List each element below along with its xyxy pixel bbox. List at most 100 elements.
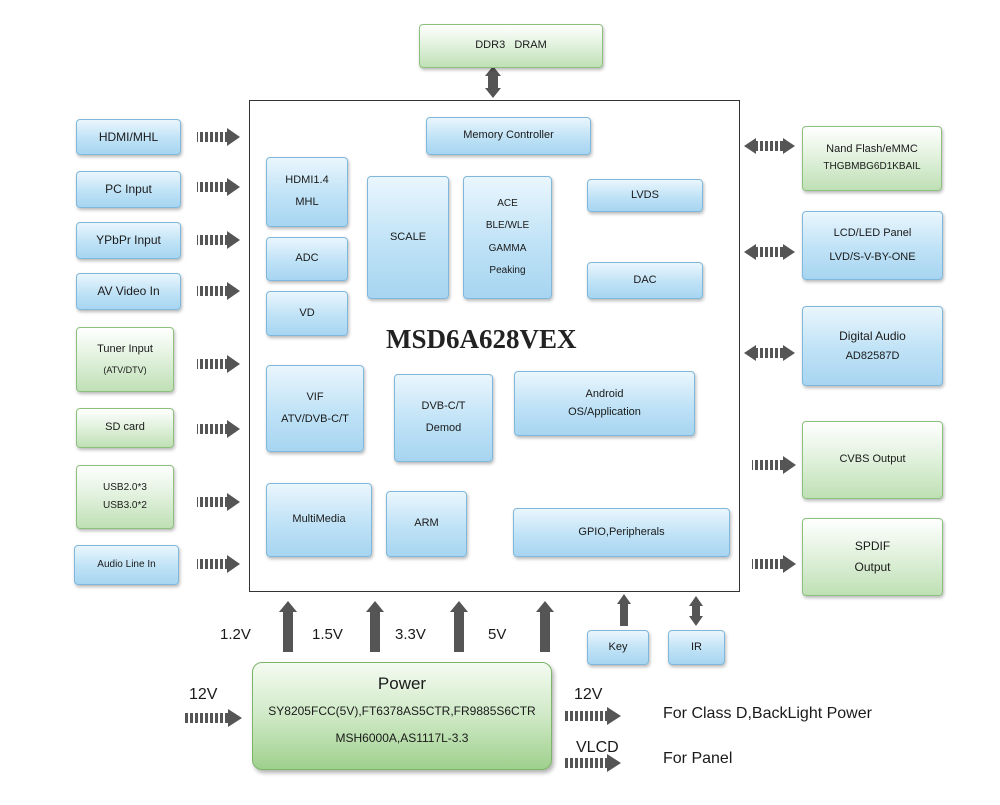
arrow-usb-in <box>197 493 240 511</box>
scale-block: SCALE <box>367 176 449 299</box>
arrow-1v2-up <box>279 601 297 652</box>
memory-controller-block: Memory Controller <box>426 117 591 155</box>
arrow-av-in <box>197 282 240 300</box>
block-label: DVB-C/T <box>421 400 466 413</box>
adc-block: ADC <box>266 237 348 281</box>
block-label: GPIO,Peripherals <box>578 525 665 538</box>
gpio-block: GPIO,Peripherals <box>513 508 730 557</box>
hdmi-block: HDMI1.4 MHL <box>266 157 348 227</box>
output-sublabel: LVD/S-V-BY-ONE <box>829 250 916 263</box>
voltage-1v5-label: 1.5V <box>312 626 343 643</box>
output-sublabel: AD82587D <box>845 349 900 362</box>
output-label: Digital Audio <box>839 328 906 343</box>
power-line2: MSH6000A,AS1117L-3.3 <box>335 731 469 746</box>
arrow-hdmi-in <box>197 128 240 146</box>
ir-label: IR <box>691 640 702 653</box>
multimedia-block: MultiMedia <box>266 483 372 557</box>
input-label: AV Video In <box>97 284 160 298</box>
input-label: PC Input <box>105 182 152 196</box>
block-label: MultiMedia <box>292 513 346 526</box>
panel-desc: For Panel <box>663 750 733 767</box>
input-label: Audio Line In <box>97 558 156 570</box>
ir-box: IR <box>668 630 725 665</box>
power-in-12v-label: 12V <box>189 686 218 703</box>
voltage-1v2-label: 1.2V <box>220 626 251 643</box>
block-label: ACE <box>497 197 518 209</box>
cvbs-output-box: CVBS Output <box>802 421 943 499</box>
arrow-dram-bidir <box>485 66 501 98</box>
power-line1: SY8205FCC(5V),FT6378AS5CTR,FR9885S6CTR <box>268 704 536 719</box>
output-label: Nand Flash/eMMC <box>826 143 918 156</box>
arrow-cvbs-out <box>752 456 796 474</box>
power-out-vlcd-label: VLCD <box>576 739 619 756</box>
arrow-5v-up <box>536 601 554 652</box>
arrow-ir-bidir <box>689 596 703 626</box>
output-label: LCD/LED Panel <box>833 226 912 239</box>
input-ypbpr: YPbPr Input <box>76 222 181 259</box>
lcd-panel-box: LCD/LED Panel LVD/S-V-BY-ONE <box>802 211 943 280</box>
block-label: LVDS <box>631 188 659 201</box>
output-sublabel: Output <box>854 560 891 574</box>
block-label: BLE/WLE <box>485 220 530 231</box>
key-box: Key <box>587 630 649 665</box>
ddr3-dram-label: DDR3 DRAM <box>475 39 547 52</box>
output-sublabel: THGBMBG6D1KBAIL <box>823 161 921 173</box>
output-label: SPDIF <box>854 539 891 553</box>
block-label: SCALE <box>389 230 427 243</box>
chip-title: MSD6A628VEX <box>386 324 577 354</box>
dvbc-demod-block: DVB-C/T Demod <box>394 374 493 462</box>
arrow-1v5-up <box>366 601 384 652</box>
input-pc: PC Input <box>76 171 181 208</box>
arrow-nand-bidir <box>744 138 795 154</box>
arm-block: ARM <box>386 491 467 557</box>
voltage-5v-label: 5V <box>488 626 507 643</box>
nand-flash-box: Nand Flash/eMMC THGBMBG6D1KBAIL <box>802 126 942 191</box>
arrow-lcd-bidir <box>744 244 795 260</box>
input-av-video: AV Video In <box>76 273 181 310</box>
class-d-desc: For Class D,BackLight Power <box>663 705 872 722</box>
block-label: Memory Controller <box>463 129 554 142</box>
arrow-spdif-out <box>752 555 796 573</box>
arrow-sd-in <box>197 420 240 438</box>
key-label: Key <box>608 640 628 653</box>
output-label: CVBS Output <box>839 453 906 466</box>
power-block: Power SY8205FCC(5V),FT6378AS5CTR,FR9885S… <box>252 662 552 770</box>
block-label: OS/Application <box>568 405 641 418</box>
block-label: VD <box>299 306 315 319</box>
block-label: GAMMA <box>488 242 527 254</box>
block-label: Android <box>585 387 624 400</box>
spdif-output-box: SPDIF Output <box>802 518 943 596</box>
arrow-key-up <box>617 594 631 626</box>
picture-engine-block: ACE BLE/WLE GAMMA Peaking <box>463 176 552 299</box>
voltage-3v3-label: 3.3V <box>395 626 426 643</box>
block-label: Peaking <box>489 265 526 276</box>
block-label: Demod <box>425 422 462 434</box>
arrow-12v-in <box>183 709 242 727</box>
vd-block: VD <box>266 291 348 336</box>
input-hdmi-mhl: HDMI/MHL <box>76 119 181 155</box>
input-tuner: Tuner Input (ATV/DTV) <box>76 327 174 392</box>
input-label: YPbPr Input <box>96 233 161 247</box>
power-title: Power <box>377 674 427 693</box>
ddr3-dram-box: DDR3 DRAM <box>419 24 603 68</box>
block-label: ADC <box>295 252 319 265</box>
block-label: ATV/DVB-C/T <box>281 412 349 425</box>
android-block: Android OS/Application <box>514 371 695 436</box>
block-label: VIF <box>306 390 324 403</box>
arrow-audio-bidir <box>744 345 795 361</box>
input-sublabel: (ATV/DTV) <box>103 364 147 375</box>
block-label: DAC <box>633 273 657 286</box>
input-label: HDMI/MHL <box>98 129 159 144</box>
arrow-audio-in <box>197 555 240 573</box>
lvds-block: LVDS <box>587 179 703 212</box>
input-label: USB3.0*2 <box>103 500 147 511</box>
arrow-3v3-up <box>450 601 468 652</box>
arrow-tuner-in <box>197 355 240 373</box>
dac-block: DAC <box>587 262 703 299</box>
input-audio-line: Audio Line In <box>74 545 179 585</box>
input-sd-card: SD card <box>76 408 174 448</box>
block-label: HDMI1.4 <box>285 174 329 187</box>
input-label: SD card <box>105 421 145 434</box>
input-usb: USB2.0*3 USB3.0*2 <box>76 465 174 529</box>
